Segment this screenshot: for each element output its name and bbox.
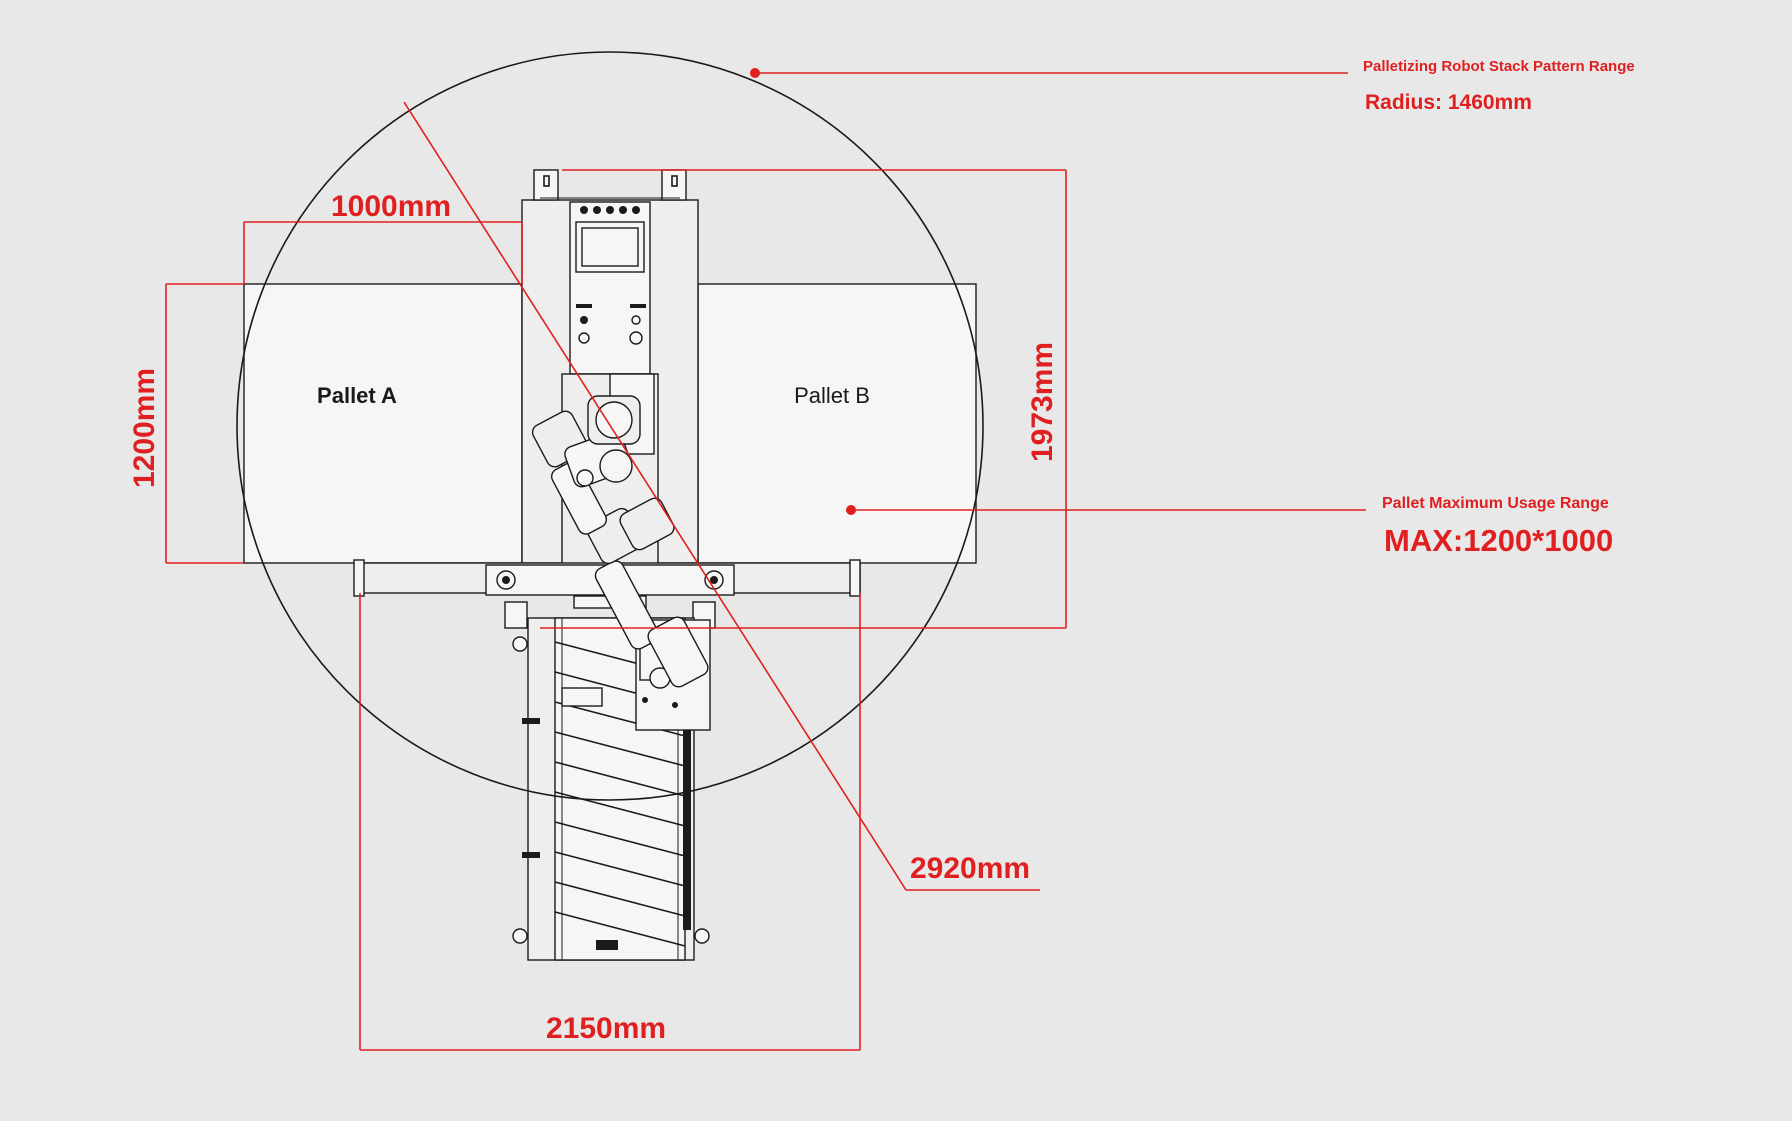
pallet-b-outline [697, 283, 977, 564]
dim-label-pallet-depth: 1200mm [128, 368, 161, 488]
dim-line-reach-diagonal [403, 101, 907, 891]
pallet-b-label: Pallet B [794, 383, 870, 408]
dim-label-machine-length: 1973mm [1026, 342, 1059, 462]
cabinet-buttons [576, 206, 646, 345]
pallet-a-label: Pallet A [317, 383, 397, 408]
labels: Pallet A Pallet B 1000mm 1200mm 1973mm 2… [128, 58, 1635, 1045]
robot-cell-drawing [236, 51, 984, 961]
pallet-range-value: MAX:1200*1000 [1384, 523, 1613, 558]
stack-range-circle [236, 51, 984, 801]
robot-arm [531, 395, 711, 731]
stack-range-value: Radius: 1460mm [1365, 91, 1532, 114]
mount-tab-right [661, 169, 687, 201]
dim-label-pallet-width: 1000mm [331, 190, 451, 223]
pallet-range-title: Pallet Maximum Usage Range [1382, 495, 1609, 512]
dim-label-base-width: 2150mm [546, 1012, 666, 1045]
dim-label-reach-diagonal: 2920mm [910, 852, 1030, 885]
pallet-a-outline [243, 283, 523, 564]
dimension-lines [165, 68, 1366, 1051]
mount-tab-left [533, 169, 559, 201]
stack-range-title: Palletizing Robot Stack Pattern Range [1363, 58, 1635, 75]
